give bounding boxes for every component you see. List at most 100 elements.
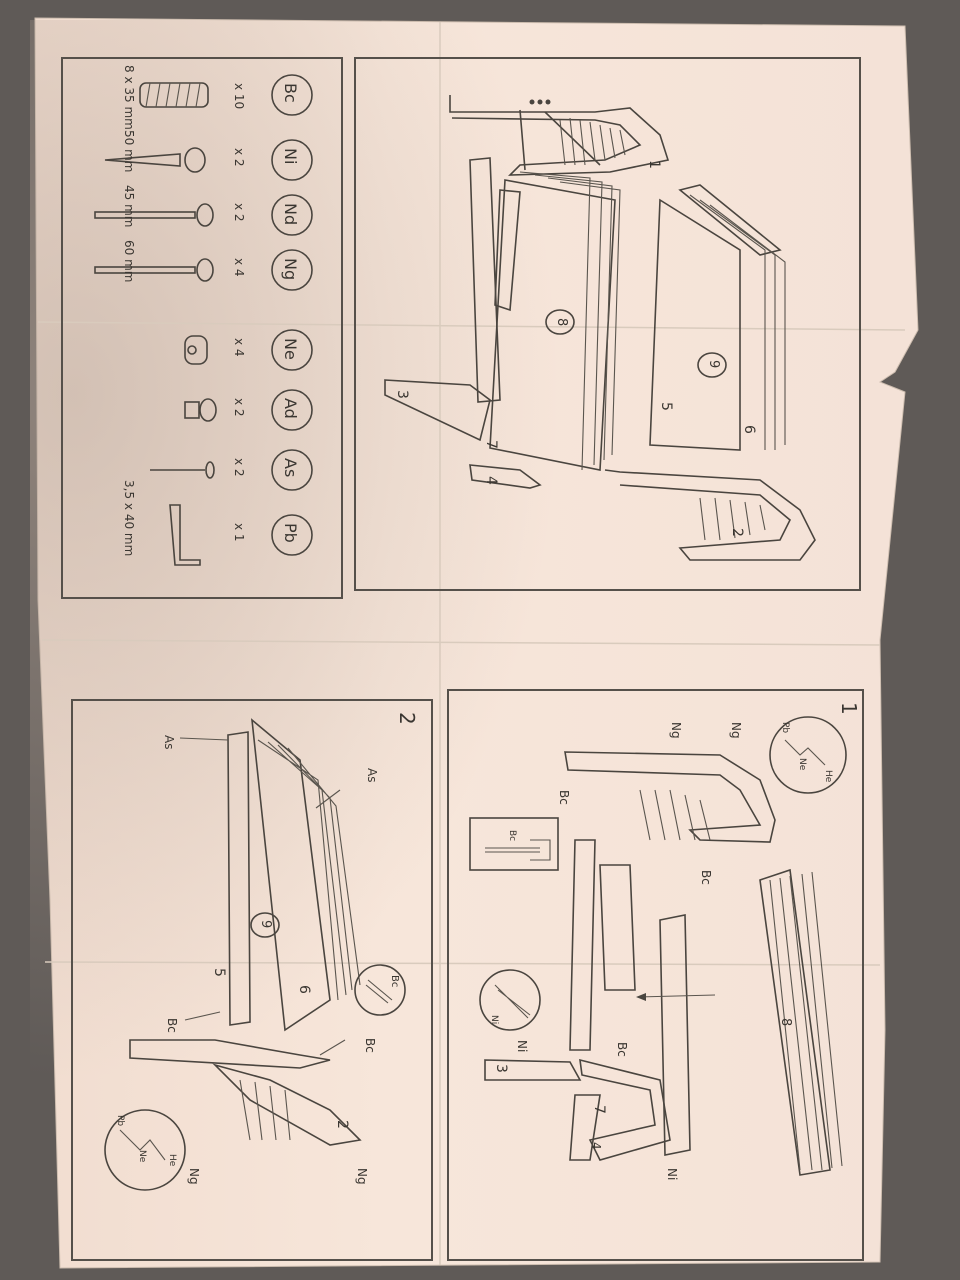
part-quantity: x 4 (232, 338, 246, 357)
parts-list-item: Bc x 10 8 x 35 mm (122, 65, 313, 130)
step-1-dowel-detail (469, 817, 559, 871)
callout-label: Bc (363, 1038, 377, 1053)
bolt-icon (94, 258, 214, 282)
callout-label: Bc (699, 870, 713, 885)
part-code-badge (271, 194, 313, 236)
part-number-label: 8 (554, 318, 569, 326)
part-code-badge (271, 329, 313, 371)
part-number-label: 1 (646, 160, 662, 169)
callout-label: 3 (493, 1064, 509, 1073)
part-number-label: 9 (706, 360, 721, 368)
part-code: Nd (281, 203, 300, 225)
callout-label: Ng (669, 722, 683, 739)
part-size: 8 x 35 mm (122, 65, 136, 130)
part-code-badge (271, 74, 313, 116)
armrest-2-drawing (604, 469, 816, 561)
part-quantity: x 2 (232, 203, 246, 222)
part-code: Bc (281, 83, 300, 103)
step-1-key-detail-circle (769, 716, 847, 794)
backrest-9-drawing (649, 184, 786, 451)
callout-label: Bc (615, 1042, 629, 1057)
parts-list-item: As x 2 3,5 x 40 mm (122, 449, 313, 556)
part-code: Ng (281, 258, 300, 280)
parts-list-item: Ng x 4 60 mm (94, 240, 313, 291)
callout-label: Bc (557, 790, 571, 805)
part-code: Pb (281, 523, 300, 543)
callout-label: 2 (334, 1120, 350, 1129)
part-number-label: 5 (658, 402, 674, 411)
parts-list-item: Nix 250 mm (104, 130, 313, 181)
part-code-badge (271, 139, 313, 181)
overview-panel: 1 3 7 4 8 9 5 6 2 (354, 57, 861, 591)
callout-label: Ng (187, 1168, 201, 1185)
callout-label: He (167, 1154, 177, 1167)
part-number-label: 4 (483, 476, 499, 485)
step-1-panel: 1 Ng Ng Bc Bc Bc Bc Ni Ni Ni 3 7 4 8 Pb … (447, 689, 864, 1261)
armrest-1-drawing (449, 95, 670, 176)
part-number-label: 7 (483, 440, 499, 449)
barrel-nut-icon (184, 335, 208, 365)
callout-label: 9 (258, 920, 273, 928)
dowel-icon (139, 82, 209, 108)
parts-list-item: Nd x 2 45 mm (94, 185, 313, 236)
part-number-label: 6 (741, 425, 757, 434)
callout-label: As (162, 735, 176, 749)
part-code-badge (271, 449, 313, 491)
callout-label: 4 (589, 1142, 603, 1150)
step-1-drawing (484, 751, 843, 1176)
parts-list-item: Ne x 4 (184, 329, 313, 371)
part-code: As (281, 458, 300, 477)
part-size: 3,5 x 40 mm (122, 480, 136, 556)
part-quantity: x 2 (232, 458, 246, 477)
step-1-screw-detail (479, 969, 541, 1031)
callout-label: Ni (665, 1168, 679, 1180)
callout-label: Ng (355, 1168, 369, 1185)
part-quantity: x 2 (232, 398, 246, 417)
wood-screw-icon (104, 147, 206, 173)
part-size: 50 mm (122, 130, 136, 172)
callout-label: Pb (115, 1115, 125, 1126)
part-size: 60 mm (122, 240, 136, 282)
callout-label: Bc (165, 1018, 179, 1033)
callout-label: He (823, 770, 833, 783)
step-2-panel: 2 As As 9 5 6 Bc Bc Bc 2 Ng Ng Pb Ne He (71, 699, 433, 1261)
callout-label: 6 (296, 985, 312, 994)
callout-label: 5 (211, 968, 227, 977)
parts-list-item: Ad x 2 (184, 389, 313, 431)
step-2-drawing (129, 718, 362, 1146)
bolt-icon (94, 203, 214, 227)
callout-label: Ne (137, 1150, 147, 1163)
allen-key-icon (169, 504, 201, 566)
part-code-badge (271, 249, 313, 291)
part-code: Ni (281, 148, 300, 164)
part-number-label: 3 (394, 390, 410, 399)
callout-label: Ni (489, 1015, 499, 1024)
step-number: 1 (837, 702, 861, 715)
part-code-badge (271, 389, 313, 431)
part-number-label: 2 (729, 528, 745, 537)
part-code: Ne (281, 338, 300, 360)
callout-label: As (365, 768, 379, 782)
callout-label: Ni (515, 1040, 529, 1052)
callout-label: Ne (797, 758, 807, 771)
part-quantity: x 10 (232, 83, 246, 109)
step-2-dowel-detail (354, 964, 406, 1016)
callout-label: Bc (389, 975, 400, 987)
step-number: 2 (395, 712, 419, 725)
callout-label: 8 (778, 1018, 793, 1026)
callout-label: Ng (729, 722, 743, 739)
callout-label: Pb (780, 722, 790, 733)
part-code: Ad (281, 398, 300, 419)
cap-nut-icon (184, 398, 217, 422)
part-quantity: x 1 (232, 523, 246, 542)
part-code-badge (271, 514, 313, 556)
part-size: 45 mm (122, 185, 136, 227)
callout-label: 7 (591, 1105, 607, 1114)
seat-8-drawing (384, 157, 621, 489)
parts-list-item: Pb x 1 (169, 504, 313, 566)
small-screw-icon (150, 461, 215, 479)
step-2-detail-circle (104, 1109, 186, 1191)
part-quantity: x 4 (232, 258, 246, 277)
